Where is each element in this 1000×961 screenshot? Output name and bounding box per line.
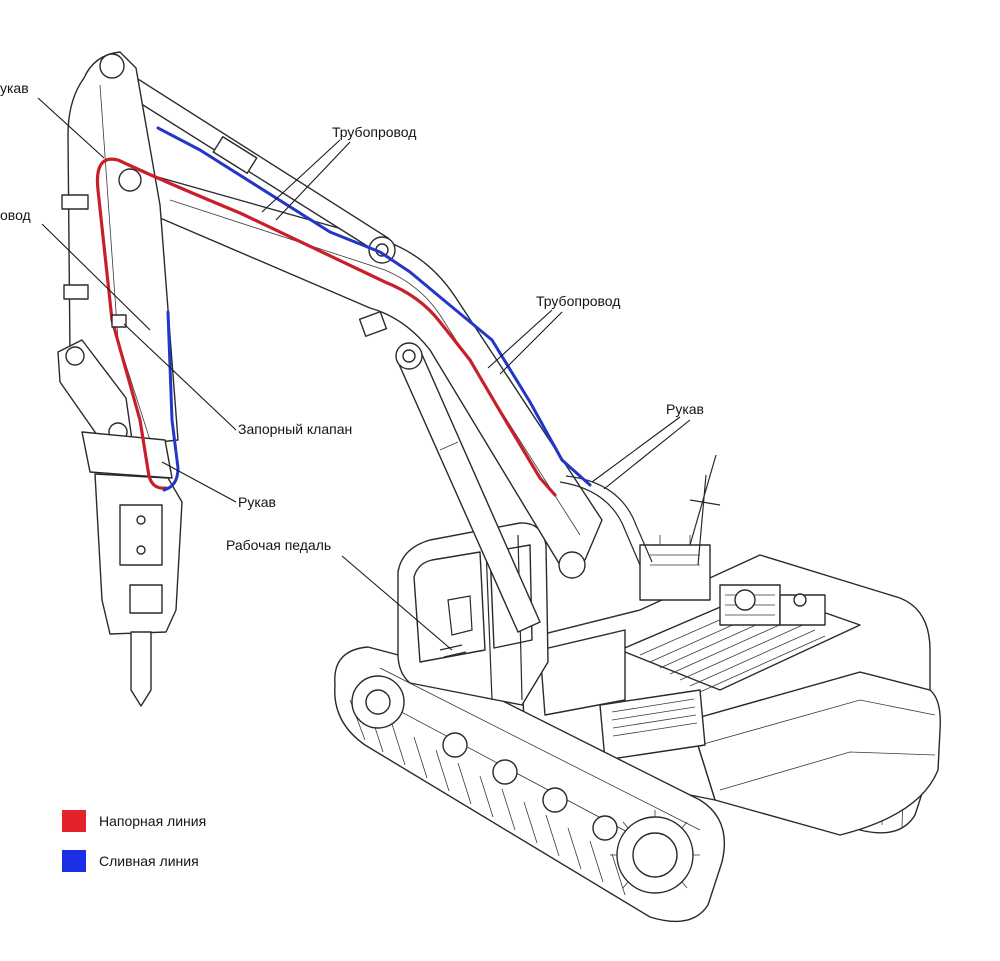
boom-cylinder-pin-center xyxy=(402,349,416,363)
label-shutoff-valve: Запорный клапан xyxy=(238,421,353,437)
track-roller xyxy=(542,787,568,813)
hammer-bolt xyxy=(136,545,146,555)
legend-swatch-pressure xyxy=(62,810,86,832)
label-pipeline-stick-cylinder: Трубопровод xyxy=(332,124,417,140)
cab-front-window xyxy=(413,551,486,663)
track-roller xyxy=(492,759,518,785)
stick-pipe-clamp xyxy=(61,194,89,210)
label-hose-top-left: укав xyxy=(0,80,29,96)
hammer-chisel xyxy=(130,631,152,707)
hammer-bolt xyxy=(136,515,146,525)
tank-cap xyxy=(734,589,756,611)
track-roller xyxy=(592,815,618,841)
hammer-mounting-bracket xyxy=(81,431,173,479)
return-line xyxy=(156,126,592,487)
counterweight xyxy=(689,671,941,836)
work-pedal xyxy=(439,644,467,658)
stick-top-pin xyxy=(99,53,125,79)
handrail xyxy=(689,454,721,566)
hammer-front-head xyxy=(129,584,163,614)
service-door xyxy=(599,689,706,761)
shutoff-valve xyxy=(111,314,127,328)
boom-web-line xyxy=(169,199,581,536)
track-shoes xyxy=(349,699,626,896)
boom-cylinder-bracket xyxy=(358,311,388,337)
hose-boom-to-deck xyxy=(559,475,653,566)
hammer-side-plate xyxy=(119,504,163,566)
boom-foot-pin xyxy=(558,551,586,579)
leader-pipeline-stick-cylinder xyxy=(261,139,351,221)
leader-pipeline-boom xyxy=(487,309,563,375)
leader-shutoff-valve xyxy=(123,323,237,431)
battery-terminals xyxy=(650,535,700,566)
leader-work-pedal xyxy=(341,555,453,651)
label-hose-right: Рукав xyxy=(666,401,704,417)
leader-pipeline-left xyxy=(41,223,151,331)
sprocket-teeth xyxy=(610,810,700,889)
operator-seat xyxy=(447,595,473,636)
track-roller xyxy=(442,732,468,758)
battery-box xyxy=(639,544,711,601)
breather-cap xyxy=(793,593,807,607)
legend-swatch-return xyxy=(62,850,86,872)
return-line-stick xyxy=(162,310,180,492)
label-hose-hammer: Рукав xyxy=(238,494,276,510)
stick-cylinder-head xyxy=(212,136,258,174)
boom-cylinder-rod xyxy=(439,441,459,451)
label-work-pedal: Рабочая педаль xyxy=(226,537,332,553)
engine-grille xyxy=(639,599,826,693)
stick-pipe-clamp xyxy=(63,284,89,300)
service-door-louvres xyxy=(611,698,698,737)
label-pipeline-left: овод xyxy=(0,207,31,223)
label-pipeline-boom: Трубопровод xyxy=(536,293,621,309)
leader-hose-top-left xyxy=(37,97,105,159)
boom-stick-pin xyxy=(118,168,142,192)
legend-label-return: Сливная линия xyxy=(99,853,199,869)
linkage-pin xyxy=(65,346,85,366)
idler-hub xyxy=(365,689,391,715)
side-panel xyxy=(539,629,626,716)
pressure-line xyxy=(95,157,557,497)
leader-hose-right xyxy=(591,416,691,490)
counterweight-edge xyxy=(699,699,936,791)
leader-hose-hammer xyxy=(161,461,237,503)
legend-label-pressure: Напорная линия xyxy=(99,813,207,829)
sprocket-hub xyxy=(632,832,678,878)
